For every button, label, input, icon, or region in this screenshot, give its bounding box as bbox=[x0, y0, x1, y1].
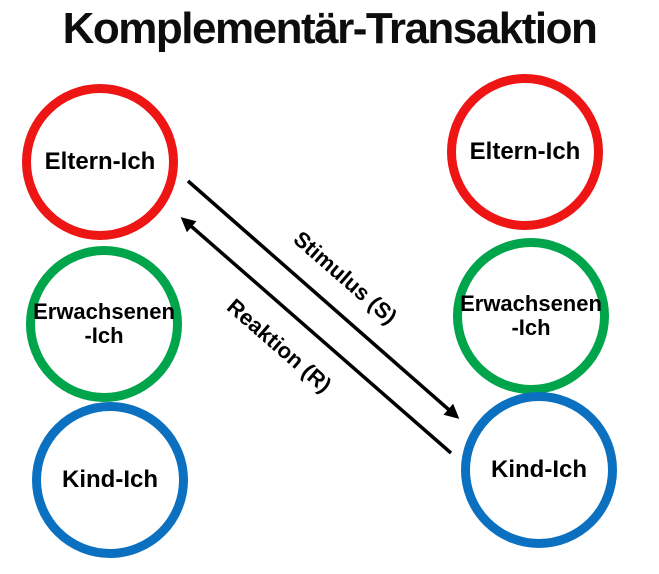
stimulus-arrow-label: Stimulus (S) bbox=[288, 226, 402, 330]
left-eltern-ich-circle: Eltern-Ich bbox=[22, 84, 178, 240]
diagram-title: Komplementär-Transaktion bbox=[62, 4, 598, 53]
left-kind-ich-circle: Kind-Ich bbox=[32, 402, 188, 558]
left-eltern-ich-label: Eltern-Ich bbox=[44, 147, 156, 175]
right-erwachsenen-ich-label-line2: -Ich bbox=[511, 315, 551, 340]
right-kind-ich-label: Kind-Ich bbox=[491, 455, 587, 483]
left-erwachsenen-ich-circle: Erwachsenen -Ich bbox=[26, 246, 182, 402]
right-eltern-ich-label: Eltern-Ich bbox=[469, 137, 581, 165]
reaktion-arrow-label: Reaktion (R) bbox=[222, 293, 337, 398]
left-erwachsenen-ich-label-line1: Erwachsenen bbox=[33, 298, 175, 324]
right-erwachsenen-ich-label-line1: Erwachsenen bbox=[460, 290, 602, 316]
left-kind-ich-label: Kind-Ich bbox=[62, 465, 158, 493]
right-eltern-ich-circle: Eltern-Ich bbox=[447, 74, 603, 230]
right-erwachsenen-ich-circle: Erwachsenen -Ich bbox=[453, 238, 609, 394]
left-erwachsenen-ich-label-line2: -Ich bbox=[84, 323, 124, 348]
right-kind-ich-circle: Kind-Ich bbox=[461, 392, 617, 548]
